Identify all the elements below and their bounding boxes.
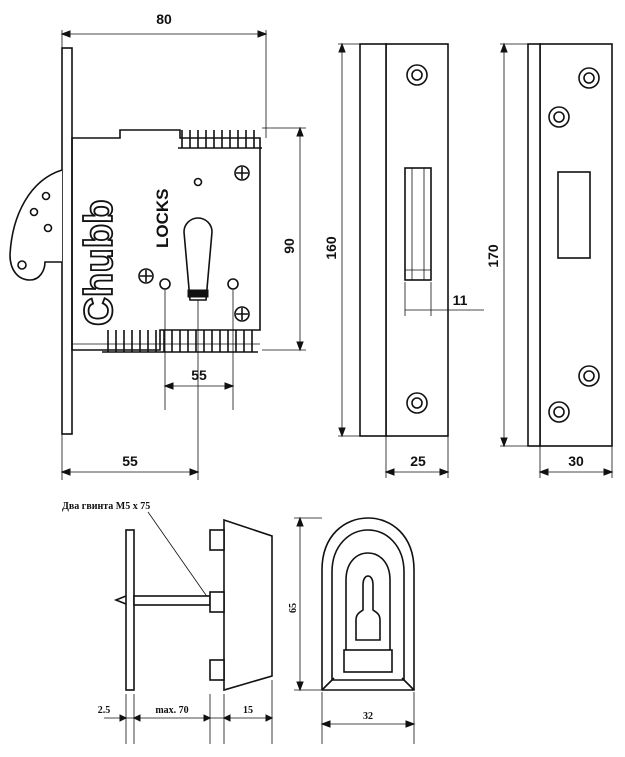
- top-fins: [178, 130, 262, 149]
- svg-text:55: 55: [122, 453, 138, 469]
- screw-icon: [234, 306, 250, 322]
- svg-text:2.5: 2.5: [98, 705, 111, 716]
- screw-hole-icon: [578, 365, 600, 387]
- cylinder-profile: [355, 575, 381, 641]
- dim-top-width: 80: [60, 11, 268, 138]
- screw-icon: [138, 268, 154, 284]
- escutcheon-body: [223, 518, 273, 692]
- brand-sub-text: LOCKS: [153, 189, 172, 249]
- escutcheon-front-view: 65 32: [288, 516, 416, 744]
- cylinder-keyhole: [183, 217, 213, 301]
- screw-hole-icon: [548, 401, 570, 423]
- screw-hole-icon: [406, 64, 428, 86]
- svg-text:170: 170: [485, 244, 501, 268]
- screw-hole-icon: [578, 67, 600, 89]
- dim-center-distance: 55: [163, 290, 235, 410]
- svg-text:11: 11: [453, 292, 468, 308]
- svg-text:15: 15: [243, 705, 253, 716]
- door-plate: [125, 529, 135, 691]
- dim-body-height: 90: [262, 126, 306, 352]
- svg-text:max. 70: max. 70: [155, 705, 188, 716]
- svg-text:65: 65: [288, 603, 299, 613]
- strike-slot: [557, 171, 591, 259]
- svg-text:32: 32: [363, 711, 373, 722]
- svg-text:25: 25: [410, 453, 426, 469]
- screw-icon: [234, 165, 250, 181]
- svg-text:55: 55: [191, 367, 207, 383]
- svg-text:80: 80: [156, 11, 172, 27]
- lock-body-view: Chubb LOCKS: [9, 47, 262, 435]
- bolt-slot: [404, 167, 432, 281]
- lock-forend-plate: [61, 47, 73, 435]
- screw-hole-icon: [406, 392, 428, 414]
- faceplate-view: 160 11 25: [323, 42, 484, 478]
- lock-case-outline: [71, 129, 261, 351]
- svg-text:160: 160: [323, 236, 339, 260]
- escutcheon-side-view: Два гвинта M5 x 75 2.5 max. 70 15: [62, 501, 274, 744]
- svg-text:30: 30: [568, 453, 584, 469]
- dim-backset: 55: [60, 300, 200, 480]
- screws-note: Два гвинта M5 x 75: [62, 501, 150, 512]
- screw-rod: [133, 595, 211, 606]
- svg-text:90: 90: [281, 238, 297, 254]
- bottom-fins: [72, 330, 260, 353]
- strike-plate-view: 170 30: [485, 42, 614, 478]
- brand-logo-text: Chubb: [77, 199, 121, 326]
- screw-hole-icon: [548, 106, 570, 128]
